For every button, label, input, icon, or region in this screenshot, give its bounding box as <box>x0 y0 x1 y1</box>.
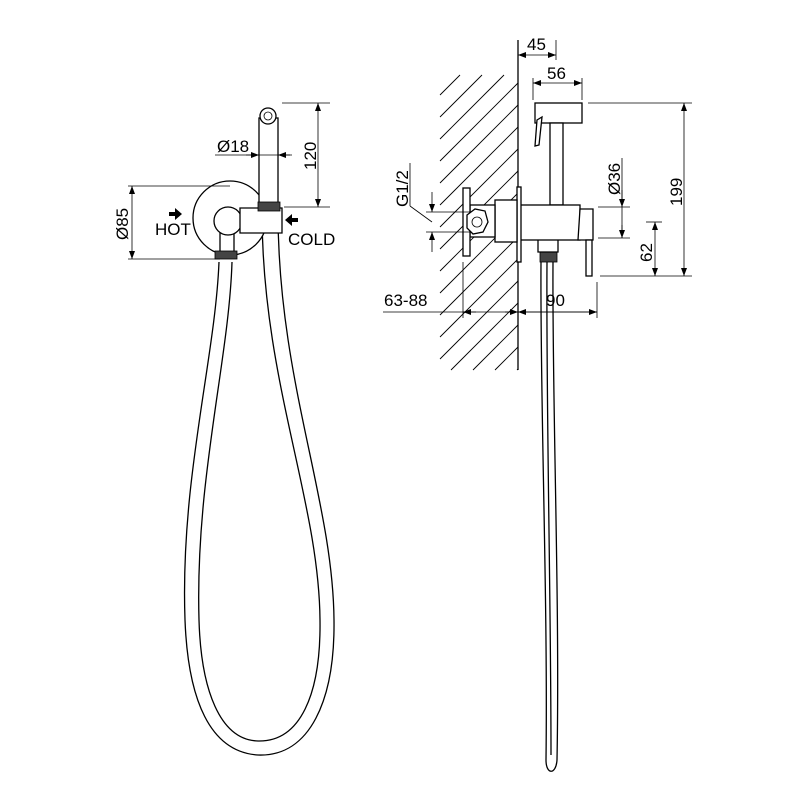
hatch-line <box>450 302 519 371</box>
hatch-line <box>439 82 519 162</box>
hatch-line <box>439 148 519 228</box>
hot-arrow-icon <box>169 208 182 220</box>
dim-projection: 90 <box>546 291 565 310</box>
hatch-line <box>439 280 519 360</box>
hatch-line <box>439 258 519 338</box>
front-view: 120 Ø18 Ø85 HOT COLD <box>113 102 335 756</box>
cold-arrow-icon <box>285 214 298 226</box>
dim-thread: G1/2 <box>393 170 412 207</box>
label-cold: COLD <box>288 230 335 249</box>
hatch-line <box>439 104 519 184</box>
dim-height-120: 120 <box>301 142 320 170</box>
hose-side <box>540 261 559 772</box>
dim-body-height: 62 <box>637 243 656 262</box>
dim-wall-offset: 45 <box>527 35 546 54</box>
hatch-line <box>439 126 519 206</box>
dim-total-height: 199 <box>667 178 686 206</box>
side-view: 45 56 199 Ø36 62 G1/2 63-88 90 <box>383 35 692 772</box>
dim-bracket-diameter: Ø85 <box>113 208 132 240</box>
label-hot: HOT <box>155 220 191 239</box>
hose <box>183 211 335 756</box>
dim-head-length: 56 <box>547 64 566 83</box>
hatch-line <box>494 346 519 371</box>
valve-body <box>519 204 581 241</box>
hand-shower <box>258 117 279 207</box>
hatch-line <box>439 74 483 118</box>
hatch-line <box>439 74 461 96</box>
hatch-line <box>439 236 519 316</box>
dim-body-diameter: Ø36 <box>605 163 624 195</box>
hatch-line <box>472 324 519 371</box>
dim-install-depth: 63-88 <box>384 291 427 310</box>
dim-head-diameter: Ø18 <box>217 137 249 156</box>
hatch-line <box>439 74 505 140</box>
